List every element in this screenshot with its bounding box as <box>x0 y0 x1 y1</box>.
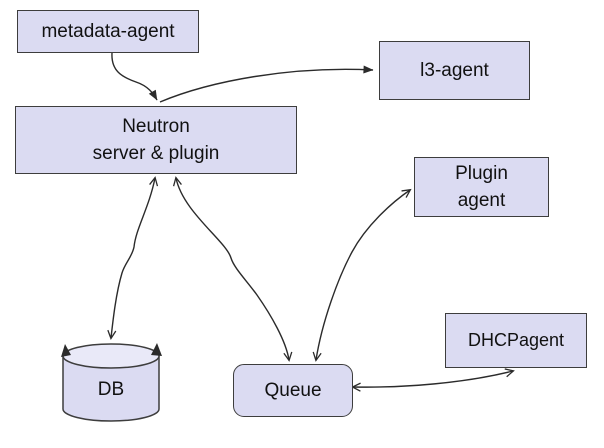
node-metadata-agent: metadata-agent <box>17 10 199 53</box>
node-l3-agent: l3-agent <box>379 41 530 100</box>
node-neutron-server-label-line2: server & plugin <box>92 143 220 164</box>
node-db-label: DB <box>63 374 159 406</box>
node-plugin-agent-label-line1: Plugin <box>455 163 508 184</box>
node-dhcp-agent-label: DHCPagent <box>467 330 565 350</box>
node-l3-agent-label: l3-agent <box>420 60 489 81</box>
db-ellipse-left-arrowhead <box>61 344 71 357</box>
node-plugin-agent-label-line2: agent <box>457 190 506 211</box>
node-metadata-agent-label: metadata-agent <box>41 21 175 42</box>
edge-neutron-to-db <box>107 176 159 340</box>
edge-metadata-agent-to-neutron <box>111 52 158 101</box>
db-ellipse-right-arrowhead <box>151 343 162 356</box>
node-dhcp-agent: DHCPagent <box>445 313 587 368</box>
edge-queue-to-plugin-agent <box>312 188 412 362</box>
edge-neutron-to-l3-agent <box>159 65 374 103</box>
node-queue: Queue <box>233 364 353 417</box>
node-queue-label: Queue <box>264 380 322 401</box>
edge-queue-to-dhcp-agent <box>351 368 515 392</box>
node-plugin-agent: Plugin agent <box>414 157 549 217</box>
node-neutron-server: Neutron server & plugin <box>15 106 297 174</box>
edge-neutron-to-queue <box>172 176 293 362</box>
db-cylinder-icon <box>61 343 162 422</box>
node-neutron-server-label-line1: Neutron <box>122 116 190 137</box>
node-db-label-text: DB <box>97 379 125 400</box>
